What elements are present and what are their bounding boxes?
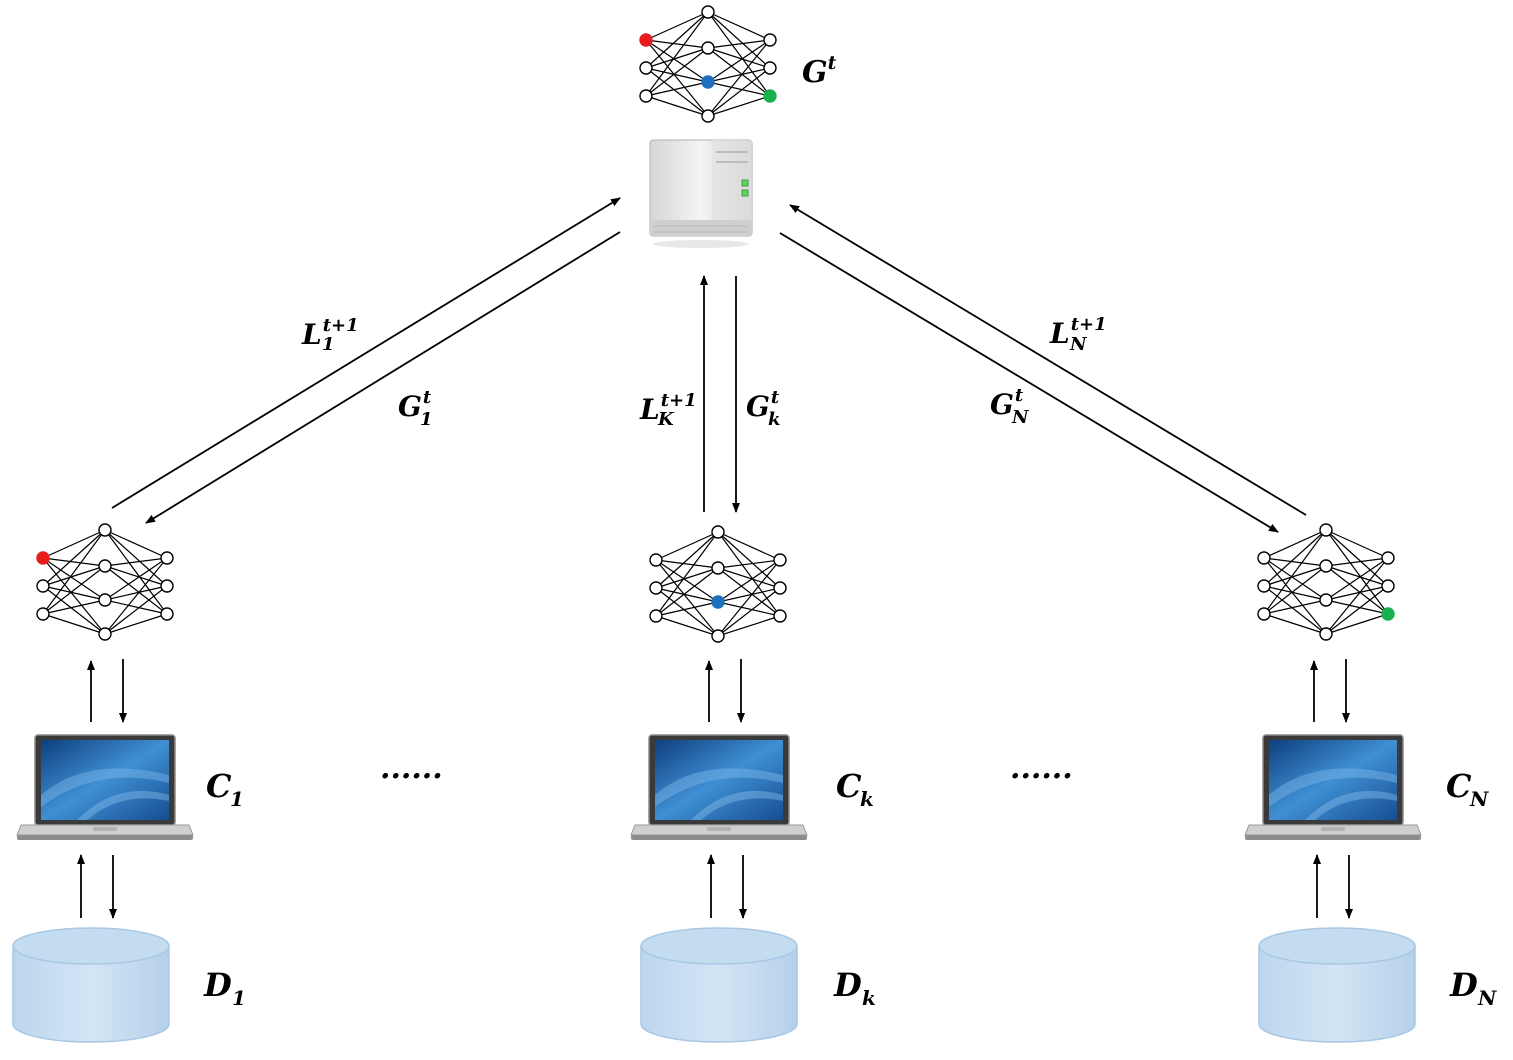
network-node bbox=[98, 559, 112, 573]
network-node bbox=[639, 61, 653, 75]
network-node bbox=[36, 579, 50, 593]
center-upload-label: Lt+1 bbox=[639, 390, 697, 426]
network-node bbox=[773, 553, 787, 567]
data-1-label: D bbox=[203, 966, 232, 1004]
network-node bbox=[1381, 607, 1395, 621]
network-node bbox=[773, 581, 787, 595]
left-upload-arrow bbox=[111, 197, 621, 509]
network-node bbox=[1381, 579, 1395, 593]
model-laptop-arrows bbox=[87, 659, 1350, 723]
client-n-label: C bbox=[1446, 767, 1472, 805]
network-node bbox=[711, 629, 725, 643]
data-k-label-sub: k bbox=[862, 986, 876, 1010]
center-link-arrows bbox=[700, 275, 740, 513]
network-node bbox=[1257, 607, 1271, 621]
left-download-label-sub: 1 bbox=[420, 409, 433, 430]
network-node bbox=[1319, 627, 1333, 641]
right-download-label-sub: N bbox=[1011, 407, 1030, 428]
network-node bbox=[1319, 593, 1333, 607]
network-node bbox=[98, 523, 112, 537]
network-node bbox=[639, 89, 653, 103]
client-k-laptop-icon bbox=[630, 734, 808, 840]
data-n-label: D bbox=[1449, 966, 1478, 1004]
client-k-label-sub: k bbox=[860, 787, 874, 811]
left-download-arrow bbox=[145, 231, 621, 524]
left-link-arrows bbox=[111, 197, 621, 524]
network-node bbox=[36, 551, 50, 565]
network-node bbox=[1381, 551, 1395, 565]
client-1-laptop-icon bbox=[16, 734, 194, 840]
data-n-label-sub: N bbox=[1477, 986, 1497, 1010]
network-node bbox=[1319, 559, 1333, 573]
network-node bbox=[701, 109, 715, 123]
network-node bbox=[711, 561, 725, 575]
right-upload-label-sub: N bbox=[1069, 334, 1088, 355]
network-node bbox=[649, 553, 663, 567]
data-1-label-sub: 1 bbox=[232, 986, 246, 1010]
network-node bbox=[711, 595, 725, 609]
client-n-laptop-icon bbox=[1244, 734, 1422, 840]
center-upload-label-sub: K bbox=[657, 409, 675, 430]
client-1-label: C bbox=[206, 767, 232, 805]
server-icon bbox=[649, 139, 753, 248]
ellipsis-right: ...... bbox=[1010, 751, 1073, 786]
network-node bbox=[1257, 579, 1271, 593]
right-link-arrows bbox=[779, 204, 1307, 533]
network-node bbox=[160, 579, 174, 593]
center-download-label-sub: k bbox=[768, 409, 780, 430]
network-node bbox=[160, 607, 174, 621]
left-download-label: Gt bbox=[398, 387, 432, 423]
network-node bbox=[711, 525, 725, 539]
network-node bbox=[701, 5, 715, 19]
network-node bbox=[1257, 551, 1271, 565]
network-node bbox=[763, 89, 777, 103]
network-node bbox=[701, 41, 715, 55]
data-k-label: D bbox=[833, 966, 862, 1004]
left-upload-label-sub: 1 bbox=[322, 334, 335, 355]
client-k-database-icon bbox=[640, 927, 798, 1043]
network-node bbox=[36, 607, 50, 621]
network-node bbox=[1319, 523, 1333, 537]
right-upload-label: Lt+1 bbox=[1049, 314, 1107, 350]
network-node bbox=[701, 75, 715, 89]
left-upload-label: Lt+1 bbox=[301, 315, 359, 351]
client-1-label-sub: 1 bbox=[230, 787, 244, 811]
network-node bbox=[639, 33, 653, 47]
client-1-database-icon bbox=[12, 927, 170, 1043]
client-n-model-network-icon bbox=[1257, 523, 1395, 641]
client-1-model-network-icon bbox=[36, 523, 174, 641]
right-upload-arrow bbox=[789, 204, 1307, 516]
laptop-database-arrows bbox=[77, 854, 1353, 919]
right-download-label: Gt bbox=[990, 385, 1024, 421]
server-model-label: Gt bbox=[802, 52, 837, 90]
network-node bbox=[763, 61, 777, 75]
network-node bbox=[773, 609, 787, 623]
network-node bbox=[98, 627, 112, 641]
client-n-database-icon bbox=[1258, 927, 1416, 1043]
client-n-label-sub: N bbox=[1469, 787, 1489, 811]
right-download-arrow bbox=[779, 232, 1279, 533]
network-node bbox=[763, 33, 777, 47]
network-node bbox=[160, 551, 174, 565]
network-node bbox=[98, 593, 112, 607]
network-node bbox=[649, 581, 663, 595]
client-k-model-network-icon bbox=[649, 525, 787, 643]
client-k-label: C bbox=[836, 767, 862, 805]
server-model-network-icon bbox=[639, 5, 777, 123]
center-download-label: Gt bbox=[746, 387, 780, 423]
ellipsis-left: ...... bbox=[380, 751, 443, 786]
network-node bbox=[649, 609, 663, 623]
